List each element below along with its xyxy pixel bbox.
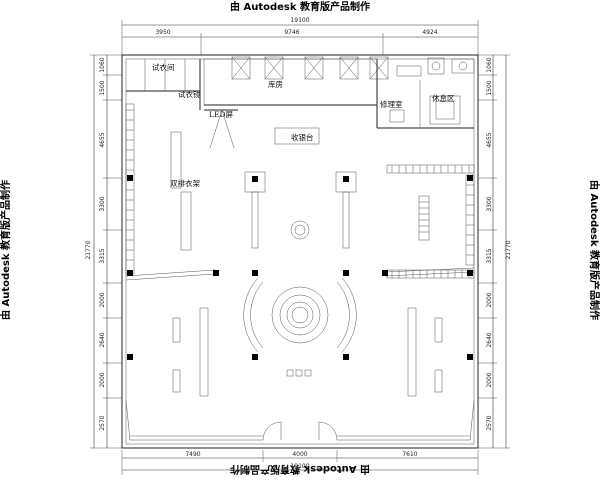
dim-bottom-seg-2: 4000 — [292, 451, 307, 458]
room-labels: 试衣间 试衣镜 库房 LED屏 收银台 修理室 休息区 双排衣架 — [152, 62, 455, 188]
right-dimensions: 1060 1500 4655 3300 3315 2000 2640 2000 … — [478, 54, 512, 449]
storage-shelves — [231, 56, 389, 80]
dim-left-seg-8: 2000 — [99, 372, 106, 387]
bottom-dimensions: 7490 4000 7610 19100 — [121, 450, 479, 475]
watermark-right: 由 Autodesk 教育版产品制作 — [588, 180, 600, 320]
dim-left-seg-7: 2640 — [99, 332, 106, 347]
dim-right-seg-6: 2000 — [486, 292, 493, 307]
left-wall-rack — [125, 103, 135, 275]
dim-left-seg-1: 1060 — [99, 57, 106, 72]
dim-right-total: 21770 — [505, 240, 512, 259]
top-dimensions: 19100 3950 9746 4924 — [121, 17, 479, 55]
dim-right-seg-5: 3315 — [486, 248, 493, 263]
dim-right-seg-3: 4655 — [486, 132, 493, 147]
dim-right-seg-1: 1060 — [486, 57, 493, 72]
front-fixtures — [172, 307, 443, 397]
dim-top-total: 19100 — [290, 17, 309, 24]
label-fitting-room: 试衣间 — [152, 62, 175, 72]
dim-right-seg-8: 2000 — [486, 372, 493, 387]
label-cashier: 收银台 — [291, 132, 314, 142]
dim-top-seg-1: 3950 — [155, 29, 170, 36]
outer-walls — [121, 54, 479, 449]
left-dimensions: 21770 1060 1500 4655 3300 3315 2000 2640… — [85, 54, 122, 449]
dim-left-seg-5: 3315 — [99, 248, 106, 263]
dim-right-seg-2: 1500 — [486, 80, 493, 95]
dim-bottom-total: 19100 — [290, 463, 309, 470]
zone-dividers — [125, 267, 475, 281]
watermark-bottom: 由 Autodesk 教育版产品制作 — [230, 463, 370, 476]
label-storage: 库房 — [268, 79, 283, 89]
dim-left-total: 21770 — [85, 240, 92, 259]
label-double-rack: 双排衣架 — [170, 178, 200, 188]
right-racks — [386, 164, 475, 279]
label-rest-area: 休息区 — [432, 93, 455, 103]
front-desk — [204, 109, 320, 149]
watermark-left: 由 Autodesk 教育版产品制作 — [0, 180, 12, 320]
storefront — [125, 399, 475, 441]
dim-top-seg-3: 4924 — [422, 29, 437, 36]
label-led-screen: LED屏 — [209, 110, 233, 119]
dim-right-seg-7: 2640 — [486, 332, 493, 347]
dim-left-seg-3: 4655 — [99, 132, 106, 147]
columns — [127, 175, 473, 360]
dim-right-seg-9: 2570 — [486, 415, 493, 430]
display-stands — [244, 171, 357, 249]
dim-left-seg-4: 3300 — [99, 196, 106, 211]
dim-left-seg-9: 2570 — [99, 415, 106, 430]
dim-right-seg-4: 3300 — [486, 196, 493, 211]
watermark-top: 由 Autodesk 教育版产品制作 — [230, 0, 370, 13]
label-fitting-mirror: 试衣镜 — [178, 89, 201, 99]
dim-left-seg-2: 1500 — [99, 80, 106, 95]
dim-bottom-seg-3: 7610 — [402, 451, 417, 458]
dim-left-seg-6: 2000 — [99, 292, 106, 307]
label-repair-room: 修理室 — [380, 99, 403, 109]
central-feature — [243, 277, 357, 377]
dim-bottom-seg-1: 7490 — [185, 451, 200, 458]
double-rack — [170, 131, 192, 251]
back-rooms — [126, 56, 475, 129]
dim-top-seg-2: 9746 — [284, 29, 299, 36]
